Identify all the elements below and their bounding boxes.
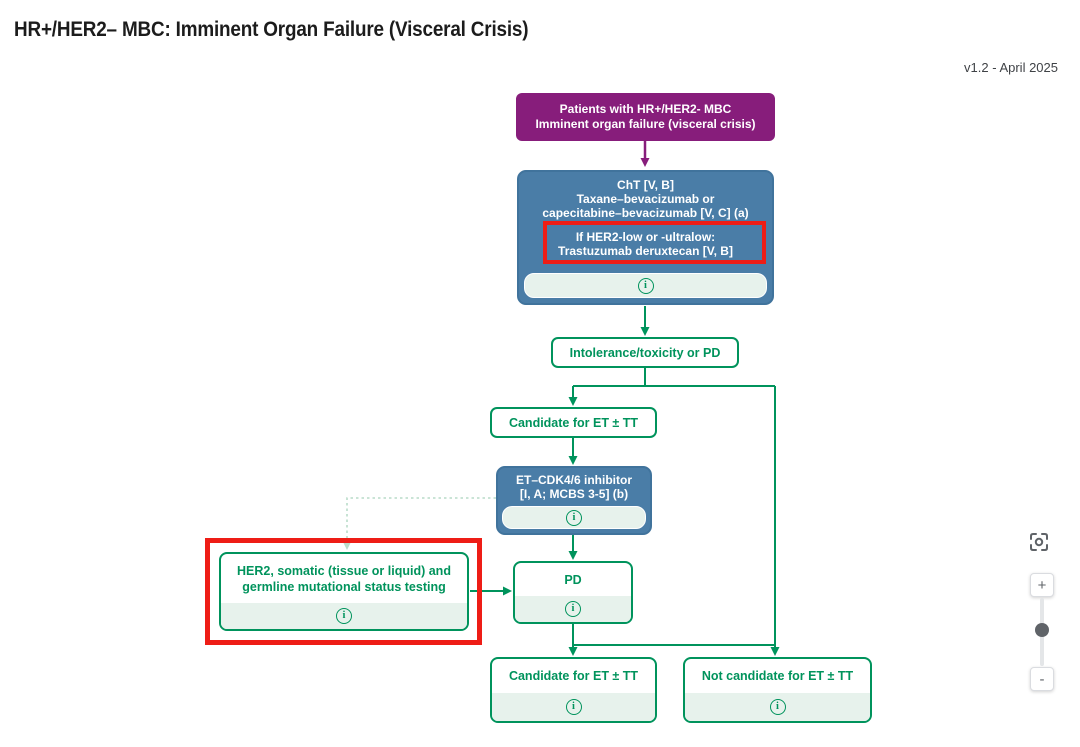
node-candidate-mid-label: Candidate for ET ± TT xyxy=(508,415,639,430)
node-candidate-mid[interactable]: Candidate for ET ± TT xyxy=(490,407,657,438)
node-pd[interactable]: PD i xyxy=(513,561,633,624)
node-cht-highlight-line1: If HER2-low or -ultralow: xyxy=(575,230,716,244)
node-patients-line1: Patients with HR+/HER2- MBC xyxy=(559,102,732,116)
node-cht-highlight-line2: Trastuzumab deruxtecan [V, B] xyxy=(558,244,733,258)
node-cht-line1: ChT [V, B] xyxy=(617,178,674,192)
info-icon[interactable]: i xyxy=(566,509,582,526)
node-intolerance[interactable]: Intolerance/toxicity or PD xyxy=(551,337,739,368)
page-title: HR+/HER2– MBC: Imminent Organ Failure (V… xyxy=(14,18,529,41)
node-patients-line2: Imminent organ failure (visceral crisis) xyxy=(535,117,756,131)
node-candidate-bottom-label: Candidate for ET ± TT xyxy=(508,669,639,683)
zoom-out-button[interactable]: - xyxy=(1030,667,1054,691)
node-etcdk46-info-bar[interactable]: i xyxy=(502,506,646,529)
node-not-candidate-label: Not candidate for ET ± TT xyxy=(701,669,854,683)
info-icon[interactable]: i xyxy=(565,601,581,617)
node-pd-info-strip[interactable]: i xyxy=(515,596,631,622)
node-etcdk46-line1: ET–CDK4/6 inhibitor xyxy=(515,473,632,487)
node-not-candidate-info-strip[interactable]: i xyxy=(685,693,870,721)
node-cht[interactable]: ChT [V, B] Taxane–bevacizumab or capecit… xyxy=(517,170,774,305)
node-cht-info-bar[interactable]: i xyxy=(524,273,767,298)
node-candidate-bottom[interactable]: Candidate for ET ± TT i xyxy=(490,657,657,723)
node-candidate-bottom-info-strip[interactable]: i xyxy=(492,693,655,721)
reset-zoom-button[interactable] xyxy=(1028,531,1050,553)
node-her2-testing[interactable]: HER2, somatic (tissue or liquid) and ger… xyxy=(219,552,469,631)
node-her2-testing-line1: HER2, somatic (tissue or liquid) and xyxy=(237,563,451,578)
node-not-candidate[interactable]: Not candidate for ET ± TT i xyxy=(683,657,872,723)
node-her2-testing-info-strip[interactable]: i xyxy=(221,603,467,629)
node-patients[interactable]: Patients with HR+/HER2- MBC Imminent org… xyxy=(516,93,775,141)
zoom-slider-handle[interactable] xyxy=(1035,623,1049,637)
node-her2-testing-line2: germline mutational status testing xyxy=(242,579,446,594)
node-pd-label: PD xyxy=(564,572,582,587)
node-etcdk46-line2: [I, A; MCBS 3-5] (b) xyxy=(519,487,629,501)
version-label: v1.2 - April 2025 xyxy=(964,60,1058,75)
node-cht-line2: Taxane–bevacizumab or xyxy=(576,192,715,206)
reset-zoom-icon xyxy=(1030,533,1048,551)
dotted-line-etcdk-to-her2 xyxy=(343,497,496,550)
info-icon[interactable]: i xyxy=(769,699,786,715)
node-intolerance-label: Intolerance/toxicity or PD xyxy=(569,345,721,360)
node-cht-line3: capecitabine–bevacizumab [V, C] (a) xyxy=(542,206,749,220)
zoom-in-button[interactable]: + xyxy=(1030,573,1054,597)
info-icon[interactable]: i xyxy=(565,699,582,715)
info-icon[interactable]: i xyxy=(637,277,654,294)
spacer xyxy=(519,220,772,230)
info-icon[interactable]: i xyxy=(336,608,352,624)
node-etcdk46[interactable]: ET–CDK4/6 inhibitor [I, A; MCBS 3-5] (b)… xyxy=(496,466,652,535)
